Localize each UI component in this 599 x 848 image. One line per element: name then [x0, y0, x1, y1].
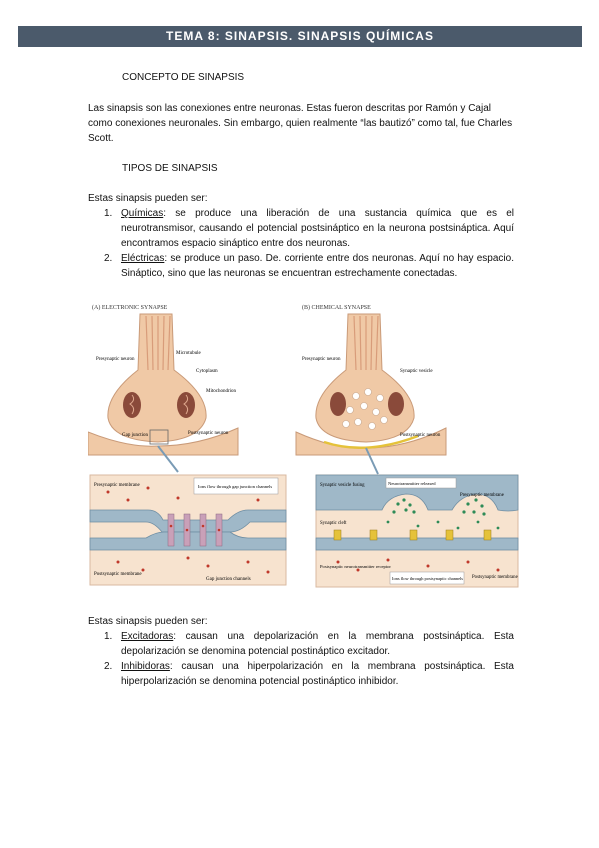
zoom-arrow — [157, 445, 179, 473]
heading-tipos: TIPOS DE SINAPSIS — [122, 163, 218, 174]
label-cytoplasm: Cytoplasm — [196, 369, 218, 374]
zoom-arrow — [365, 447, 379, 475]
mitochondrion-icon — [388, 392, 404, 416]
label-ions-flow-gap: Ions flow through gap junction channels — [198, 484, 272, 489]
label-mitochondrion: Mitochondrion — [206, 389, 236, 394]
intro-excitadoras: Estas sinapsis pueden ser: — [88, 616, 208, 627]
synaptic-vesicles — [342, 388, 388, 430]
list-tipos: 1. Químicas: se produce una liberación de… — [88, 206, 514, 281]
list-efectos: 1. Excitadoras: causan una depolarización… — [88, 629, 514, 689]
label-neurotransmitter-receptor: Postsynaptic neurotransmitter receptor — [320, 564, 391, 569]
paragraph-concepto: Las sinapsis son las conexiones entre ne… — [88, 103, 513, 144]
list-term: Químicas — [121, 208, 164, 219]
label-gap-junction: Gap junction — [122, 433, 148, 438]
label-neurotransmitter-released: Neurotransmitter released — [388, 481, 436, 486]
list-term: Inhibidoras — [121, 661, 170, 672]
list-number: 1. — [104, 631, 113, 642]
list-number: 2. — [104, 661, 113, 672]
label-postsynaptic-neuron-b: Postsynaptic neuron — [400, 433, 441, 438]
label-presynaptic-neuron: Presynaptic neuron — [96, 357, 135, 362]
mitochondrion-icon — [330, 392, 346, 416]
postsynaptic-neuron-a — [87, 427, 239, 456]
list-number: 1. — [104, 208, 113, 219]
list-text: : se produce un paso. De. corriente entr… — [121, 253, 514, 279]
label-postsynaptic-membrane-b: Postsynaptic membrane — [472, 575, 518, 580]
panelB-title: (B) CHEMICAL SYNAPSE — [302, 304, 371, 311]
list-text: : causan una depolarización en la membra… — [121, 631, 514, 657]
label-synaptic-cleft: Synaptic cleft — [320, 521, 347, 526]
label-postsynaptic-neuron: Postsynaptic neuron — [188, 431, 229, 436]
label-presynaptic-membrane-b: Presynaptic membrane — [460, 493, 504, 498]
label-ions-flow-postsynaptic: Ions flow through postsynaptic channels — [392, 576, 463, 581]
label-vesicle-fusing: Synaptic vesicle fusing — [320, 483, 365, 488]
heading-concepto: CONCEPTO DE SINAPSIS — [122, 72, 245, 83]
list-text: : se produce una liberación de una susta… — [121, 208, 514, 249]
list-item: 1. Excitadoras: causan una depolarización… — [88, 629, 514, 659]
label-gap-junction-channels: Gap junction channels — [206, 577, 251, 582]
list-term: Eléctricas — [121, 253, 165, 264]
presynaptic-terminal-b — [315, 313, 415, 443]
list-item: 1. Químicas: se produce una liberación de… — [88, 206, 514, 251]
synapse-figure: (A) ELECTRONIC SYNAPSE Microtubule Presy… — [87, 300, 520, 590]
list-item: 2. Inhibidoras: causan una hiperpolarizac… — [88, 659, 514, 689]
list-text: : causan una hiperpolarización en la mem… — [121, 661, 514, 687]
label-presynaptic-neuron-b: Presynaptic neuron — [302, 357, 341, 362]
intro-tipos: Estas sinapsis pueden ser: — [88, 193, 208, 204]
label-synaptic-vesicle: Synaptic vesicle — [400, 369, 433, 374]
synapse-diagram: (A) ELECTRONIC SYNAPSE Microtubule Presy… — [87, 304, 519, 588]
list-item: 2. Eléctricas: se produce un paso. De. co… — [88, 251, 514, 281]
panelA-title: (A) ELECTRONIC SYNAPSE — [92, 304, 168, 311]
label-microtubule: Microtubule — [176, 351, 201, 356]
label-postsynaptic-membrane: Postsynaptic membrane — [94, 572, 142, 577]
list-number: 2. — [104, 253, 113, 264]
presynaptic-terminal-a — [107, 313, 207, 443]
list-term: Excitadoras — [121, 631, 174, 642]
page-title: TEMA 8: SINAPSIS. SINAPSIS QUÍMICAS — [18, 26, 582, 47]
label-presynaptic-membrane: Presynaptic membrane — [94, 483, 140, 488]
